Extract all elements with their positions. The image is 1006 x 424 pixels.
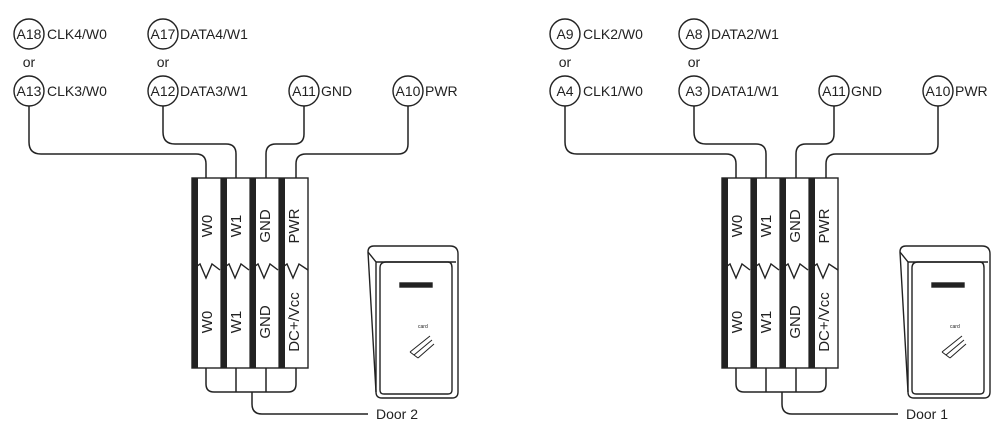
terminal-labels-bottom: W0 W1 GND DC+/Vcc bbox=[729, 292, 833, 352]
wires-top bbox=[564, 106, 939, 178]
pin-a4-label: CLK1/W0 bbox=[583, 83, 643, 99]
terminal-gnd: GND bbox=[257, 209, 274, 243]
wires-bottom bbox=[205, 368, 368, 415]
pin-a11-label: GND bbox=[321, 83, 352, 99]
pin-a4: A4 bbox=[549, 75, 581, 107]
wire-w1 bbox=[693, 106, 767, 178]
pin-a13-id: A13 bbox=[17, 83, 42, 99]
wire-w1 bbox=[162, 106, 237, 178]
wire-gnd bbox=[265, 106, 305, 178]
pin-a3-id: A3 bbox=[685, 83, 702, 99]
pin-a18-label: CLK4/W0 bbox=[47, 26, 107, 42]
pin-a12-label: DATA3/W1 bbox=[180, 83, 248, 99]
door-1-wiring: A9 CLK2/W0 A8 DATA2/W1 or or A4 CLK1/W0 … bbox=[549, 18, 991, 422]
terminal-w1: W1 bbox=[228, 311, 245, 334]
door-2-label: Door 2 bbox=[376, 406, 418, 422]
terminal-pwr: PWR bbox=[816, 208, 833, 243]
door-1-label: Door 1 bbox=[906, 406, 948, 422]
pin-a8-label: DATA2/W1 bbox=[711, 26, 779, 42]
pin-a12-id: A12 bbox=[151, 83, 176, 99]
pin-a3: A3 bbox=[678, 75, 710, 107]
pin-a10-id: A10 bbox=[926, 83, 951, 99]
pin-a9: A9 bbox=[549, 18, 581, 50]
terminal-w1: W1 bbox=[228, 215, 245, 238]
terminal-gnd: GND bbox=[257, 305, 274, 339]
terminal-pwr: PWR bbox=[286, 208, 303, 243]
pin-a8: A8 bbox=[678, 18, 710, 50]
pin-a18-id: A18 bbox=[17, 26, 42, 42]
or-label: or bbox=[559, 54, 572, 70]
terminal-gnd: GND bbox=[787, 209, 804, 243]
wires-bottom bbox=[735, 368, 898, 415]
pin-a10-label: PWR bbox=[955, 83, 988, 99]
pin-a8-id: A8 bbox=[685, 26, 702, 42]
pin-a17-id: A17 bbox=[151, 26, 176, 42]
pin-a9-id: A9 bbox=[556, 26, 573, 42]
or-label: or bbox=[157, 54, 170, 70]
terminal-w0: W0 bbox=[199, 311, 216, 334]
pin-a4-id: A4 bbox=[556, 83, 573, 99]
terminal-labels-bottom: W0 W1 GND DC+/Vcc bbox=[199, 292, 303, 352]
pin-a17: A17 bbox=[147, 18, 179, 50]
terminal-w0: W0 bbox=[729, 311, 746, 334]
terminal-labels-top: W0 W1 GND PWR bbox=[199, 208, 303, 243]
pin-a10: A10 bbox=[392, 75, 424, 107]
pin-a3-label: DATA1/W1 bbox=[711, 83, 779, 99]
pin-a11-label: GND bbox=[851, 83, 882, 99]
pin-a17-label: DATA4/W1 bbox=[180, 26, 248, 42]
terminal-dc-vcc: DC+/Vcc bbox=[286, 292, 303, 352]
terminal-gnd: GND bbox=[787, 305, 804, 339]
terminal-w1: W1 bbox=[758, 215, 775, 238]
or-label: or bbox=[23, 54, 36, 70]
terminal-w0: W0 bbox=[729, 215, 746, 238]
door-2-wiring: A18 CLK4/W0 A17 DATA4/W1 or or A13 CLK3/… bbox=[13, 18, 459, 422]
pin-a10-id: A10 bbox=[396, 83, 421, 99]
or-label: or bbox=[688, 54, 701, 70]
terminal-labels-top: W0 W1 GND PWR bbox=[729, 208, 833, 243]
wire-pwr bbox=[295, 106, 409, 178]
pin-a11: A11 bbox=[288, 75, 320, 107]
door-lead bbox=[251, 392, 368, 415]
wire-w0 bbox=[564, 106, 737, 178]
pin-a13: A13 bbox=[13, 75, 45, 107]
wire-w0 bbox=[28, 106, 207, 178]
card-reader-icon: card bbox=[367, 245, 459, 399]
pin-a11: A11 bbox=[818, 75, 850, 107]
wire-gnd bbox=[795, 106, 835, 178]
terminal-dc-vcc: DC+/Vcc bbox=[816, 292, 833, 352]
terminal-w0: W0 bbox=[199, 215, 216, 238]
door-lead bbox=[781, 392, 898, 415]
pin-a12: A12 bbox=[147, 75, 179, 107]
pin-a11-id: A11 bbox=[292, 83, 316, 99]
terminal-w1: W1 bbox=[758, 311, 775, 334]
terminal-block bbox=[191, 177, 309, 369]
pin-a11-id: A11 bbox=[822, 83, 846, 99]
pin-a18: A18 bbox=[13, 18, 45, 50]
wire-pwr bbox=[825, 106, 939, 178]
pin-a13-label: CLK3/W0 bbox=[47, 83, 107, 99]
pin-a10-label: PWR bbox=[425, 83, 458, 99]
terminal-block bbox=[721, 177, 839, 369]
svg-text:card: card bbox=[418, 324, 428, 330]
svg-text:card: card bbox=[950, 324, 960, 330]
pin-a9-label: CLK2/W0 bbox=[583, 26, 643, 42]
wires-top bbox=[28, 106, 409, 178]
card-reader-icon: card bbox=[899, 245, 991, 399]
pin-a10: A10 bbox=[922, 75, 954, 107]
